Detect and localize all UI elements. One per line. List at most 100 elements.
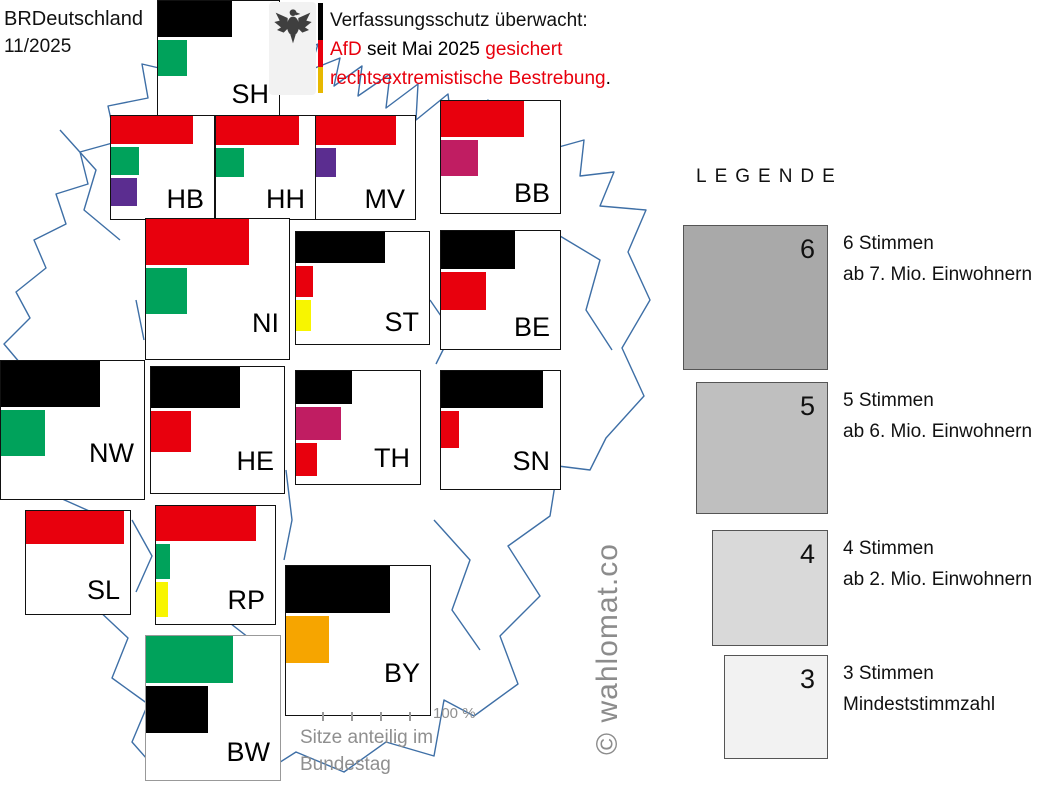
bar-red xyxy=(441,411,459,448)
page-subtitle: 11/2025 xyxy=(4,36,72,57)
inner-border-5 xyxy=(433,519,481,651)
bar-black xyxy=(158,1,232,37)
legend-title: LEGENDE xyxy=(696,166,843,187)
bar-green xyxy=(156,544,170,579)
state-ni[interactable]: NI xyxy=(145,218,290,360)
bar-black xyxy=(151,367,240,408)
germany-border xyxy=(3,5,651,781)
state-label-sh: SH xyxy=(231,79,269,109)
state-label-mv: MV xyxy=(364,184,406,214)
page-title: BRDeutschland xyxy=(4,8,143,30)
legend-number: 4 xyxy=(799,539,815,569)
watermark: © wahlomat.co xyxy=(591,543,624,755)
notice-line-1: Verfassungsschutz überwacht: xyxy=(330,10,588,31)
legend-line1: 3 Stimmen xyxy=(843,663,934,684)
legend-line1: 4 Stimmen xyxy=(843,538,934,559)
state-bb[interactable]: BB xyxy=(440,100,561,214)
axis-caption-line2: Bundestag xyxy=(300,754,391,775)
state-label-sn: SN xyxy=(512,446,550,476)
flag-black-stripe xyxy=(318,3,323,40)
bar-red xyxy=(316,116,396,145)
state-by[interactable]: BY xyxy=(285,565,431,716)
state-sl[interactable]: SL xyxy=(25,510,131,615)
legend-square-3: 3 xyxy=(724,655,828,759)
bar-green xyxy=(146,636,233,683)
axis-tick xyxy=(409,712,411,721)
inner-border-8 xyxy=(135,299,145,341)
state-hb[interactable]: HB xyxy=(110,115,215,220)
legend-square-6: 6 xyxy=(683,225,828,370)
state-label-hb: HB xyxy=(166,184,204,214)
notice-part: seit Mai 2025 xyxy=(366,39,486,60)
inner-border-6 xyxy=(559,235,613,351)
notice-part: . xyxy=(605,68,611,89)
legend-line1: 5 Stimmen xyxy=(843,390,934,411)
legend-line2: ab 2. Mio. Einwohnern xyxy=(843,569,1033,590)
state-label-bw: BW xyxy=(226,737,271,767)
notice-part: AfD xyxy=(330,39,367,60)
state-sn[interactable]: SN xyxy=(440,370,561,490)
legend-square-4: 4 xyxy=(712,530,828,646)
state-mv[interactable]: MV xyxy=(315,115,416,220)
state-hh[interactable]: HH xyxy=(215,115,316,220)
axis-caption-line1: Sitze anteilig im xyxy=(300,727,434,748)
state-label-bb: BB xyxy=(513,178,550,208)
bar-green xyxy=(158,40,187,76)
state-label-th: TH xyxy=(374,443,410,473)
bar-red xyxy=(296,443,317,476)
legend-number: 6 xyxy=(799,234,815,264)
bar-black xyxy=(296,232,385,263)
bar-black xyxy=(441,371,543,408)
legend-line2: ab 7. Mio. Einwohnern xyxy=(843,264,1033,285)
state-nw[interactable]: NW xyxy=(0,360,145,500)
notice-part: gesichert xyxy=(485,39,563,60)
state-be[interactable]: BE xyxy=(440,230,561,350)
state-label-be: BE xyxy=(513,312,550,342)
legend-number: 3 xyxy=(799,664,815,694)
legend-text-5: 5 Stimmen ab 6. Mio. Einwohnern xyxy=(843,385,1032,447)
state-label-sl: SL xyxy=(86,575,120,605)
state-bw[interactable]: BW xyxy=(145,635,281,781)
legend-number: 5 xyxy=(799,391,815,421)
axis-tick xyxy=(351,712,353,721)
bar-black xyxy=(146,686,208,733)
eagle-icon xyxy=(273,9,312,44)
bar-magenta xyxy=(441,140,478,176)
state-st[interactable]: ST xyxy=(295,231,430,345)
bar-black xyxy=(286,566,390,613)
state-label-hh: HH xyxy=(266,184,305,214)
state-he[interactable]: HE xyxy=(150,366,285,494)
bar-red xyxy=(156,506,256,541)
state-th[interactable]: TH xyxy=(295,370,421,485)
legend-line1: 6 Stimmen xyxy=(843,233,934,254)
axis-max-label: 100 % xyxy=(433,705,476,722)
inner-border-4 xyxy=(283,469,293,561)
state-label-he: HE xyxy=(236,446,274,476)
bar-red xyxy=(216,116,299,145)
state-rp[interactable]: RP xyxy=(155,505,276,625)
legend-line2: ab 6. Mio. Einwohnern xyxy=(843,421,1033,442)
notice-part: rechtsextremistische Bestrebung xyxy=(330,68,606,89)
state-sh[interactable]: SH xyxy=(157,0,280,117)
legend-text-4: 4 Stimmen ab 2. Mio. Einwohnern xyxy=(843,533,1032,595)
bar-green xyxy=(146,268,187,314)
legend-text-6: 6 Stimmen ab 7. Mio. Einwohnern xyxy=(843,228,1032,290)
bar-red xyxy=(111,116,193,144)
bar-green xyxy=(216,148,244,177)
bar-red xyxy=(296,266,313,297)
bar-purple xyxy=(316,148,336,177)
bar-black xyxy=(296,371,352,404)
bar-yellow xyxy=(156,582,168,617)
bar-red xyxy=(26,511,124,544)
afd-notice: Verfassungsschutz überwacht: AfD seit Ma… xyxy=(330,6,611,93)
axis-tick xyxy=(380,712,382,721)
bar-red xyxy=(441,101,524,137)
axis-tick xyxy=(322,712,324,721)
state-label-by: BY xyxy=(383,658,420,688)
flag-gold-stripe xyxy=(318,67,323,93)
bar-black xyxy=(441,231,515,269)
state-label-rp: RP xyxy=(227,585,265,615)
bar-red xyxy=(146,219,249,265)
